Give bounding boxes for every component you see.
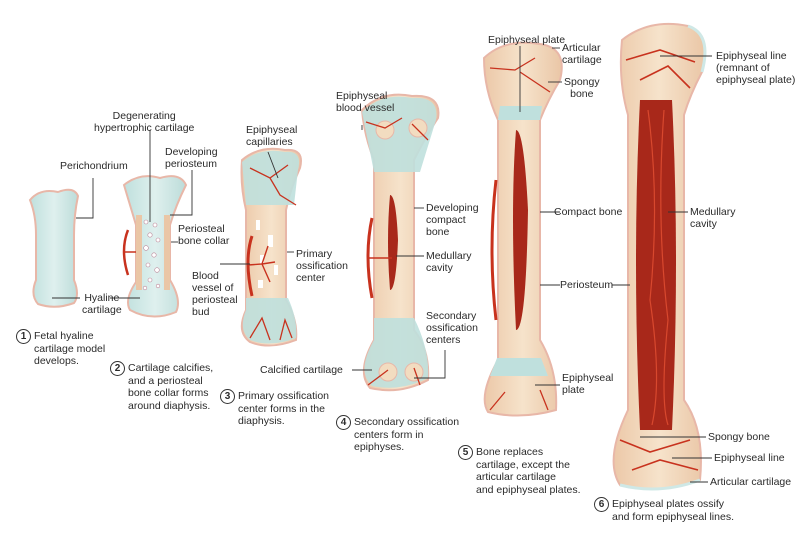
label-medullary-cavity-6: Medullary cavity — [690, 206, 736, 230]
label-epiphyseal-line-bottom: Epiphyseal line — [714, 452, 785, 464]
step-text-1: Fetal hyaline cartilage model develops. — [34, 330, 106, 367]
step-number-5: 5 — [458, 445, 473, 460]
step-text-3: Primary ossification center forms in the… — [238, 390, 330, 427]
leader-lines — [52, 46, 712, 483]
step-1: 1 Fetal hyaline cartilage model develops… — [16, 329, 106, 368]
step-number-3: 3 — [220, 389, 235, 404]
label-epiphyseal-capillaries: Epiphyseal capillaries — [246, 124, 298, 148]
label-perichondrium: Perichondrium — [60, 160, 128, 172]
label-articular-cartilage-5: Articular cartilage — [562, 42, 602, 66]
label-periosteal-bone-collar: Periosteal bone collar — [178, 223, 230, 247]
label-spongy-bone-6: Spongy bone — [708, 431, 770, 443]
bone-stage-2 — [122, 175, 188, 318]
label-developing-periosteum: Developing periosteum — [165, 146, 218, 170]
label-epiphyseal-line-top: Epiphyseal line (remnant of epiphyseal p… — [716, 50, 796, 86]
step-5: 5 Bone replaces cartilage, except the ar… — [458, 445, 581, 496]
step-number-2: 2 — [110, 361, 125, 376]
label-medullary-cavity-4: Medullary cavity — [426, 250, 472, 274]
label-calcified-cartilage: Calcified cartilage — [260, 364, 343, 376]
label-spongy-bone-5: Spongy bone — [564, 76, 600, 100]
step-number-1: 1 — [16, 329, 31, 344]
step-6: 6 Epiphyseal plates ossify and form epip… — [594, 497, 734, 523]
bone-stage-3 — [240, 147, 302, 347]
label-blood-vessel-bud: Blood vessel of periosteal bud — [192, 270, 238, 318]
label-epiphyseal-blood-vessel: Epiphyseal blood vessel — [336, 90, 395, 114]
step-2: 2 Cartilage calcifies, and a periosteal … — [110, 361, 214, 412]
step-text-2: Cartilage calcifies, and a periosteal bo… — [128, 362, 214, 412]
label-compact-bone: Compact bone — [554, 206, 623, 218]
label-primary-ossification-center: Primary ossification center — [296, 248, 348, 284]
step-number-4: 4 — [336, 415, 351, 430]
bone-stage-6 — [612, 22, 707, 491]
bone-stage-1 — [28, 188, 80, 308]
bone-stage-5 — [482, 41, 563, 417]
label-epiphyseal-plate-bottom: Epiphyseal plate — [562, 372, 614, 396]
label-degenerating-cartilage: Degenerating hypertrophic cartilage — [94, 110, 195, 134]
label-periosteum: Periosteum — [560, 279, 614, 291]
bone-stage-4 — [360, 93, 440, 392]
step-4: 4 Secondary ossification centers form in… — [336, 415, 460, 454]
label-hyaline-cartilage: Hyaline cartilage — [82, 292, 122, 316]
step-text-5: Bone replaces cartilage, except the arti… — [476, 446, 581, 496]
step-text-4: Secondary ossification centers form in e… — [354, 416, 460, 453]
label-secondary-ossification-centers: Secondary ossification centers — [426, 310, 478, 346]
label-epiphyseal-plate-top: Epiphyseal plate — [488, 34, 566, 46]
step-number-6: 6 — [594, 497, 609, 512]
label-articular-cartilage-6: Articular cartilage — [710, 476, 792, 488]
label-developing-compact-bone: Developing compact bone — [426, 202, 479, 238]
step-3: 3 Primary ossification center forms in t… — [220, 389, 330, 428]
step-text-6: Epiphyseal plates ossify and form epiphy… — [612, 498, 734, 523]
